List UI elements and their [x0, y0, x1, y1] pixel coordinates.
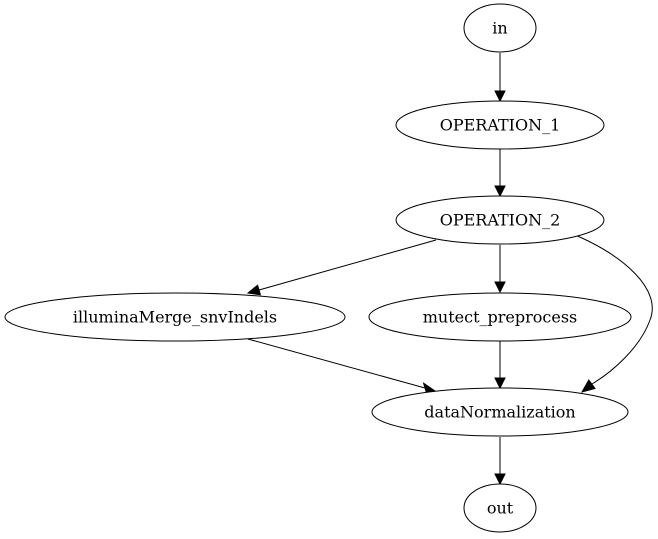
- node-illumina-merge-snv-indels: illuminaMerge_snvIndels: [4, 292, 346, 342]
- edges-layer: [246, 53, 653, 486]
- nodes-layer: in OPERATION_1 OPERATION_2 illuminaMerge…: [4, 3, 632, 533]
- node-label-operation-1: OPERATION_1: [440, 116, 561, 135]
- node-operation-2: OPERATION_2: [395, 195, 605, 245]
- node-label-mutect-preprocess: mutect_preprocess: [423, 308, 578, 327]
- edge-operation-2-to-mutect-preprocess: [494, 245, 506, 294]
- edge-in-to-operation-1: [494, 53, 506, 103]
- arrowhead: [580, 379, 596, 393]
- node-label-out: out: [487, 499, 514, 518]
- edge-operation-1-to-operation-2: [494, 149, 506, 198]
- node-mutect-preprocess: mutect_preprocess: [368, 292, 632, 342]
- node-label-illumina-merge-snv-indels: illuminaMerge_snvIndels: [73, 308, 277, 327]
- edge-illumina-merge-to-data-normalization: [247, 338, 437, 394]
- node-label-data-normalization: dataNormalization: [424, 403, 575, 422]
- arrowhead: [494, 185, 506, 198]
- arrowhead: [494, 90, 506, 103]
- arrowhead: [494, 473, 506, 486]
- edge-operation-2-to-illumina-merge: [246, 239, 437, 296]
- edge-data-normalization-to-out: [494, 437, 506, 486]
- edge-mutect-preprocess-to-data-normalization: [494, 341, 506, 390]
- edge-operation-2-to-data-normalization: [567, 231, 653, 393]
- arrowhead: [494, 377, 506, 390]
- node-in: in: [463, 3, 537, 53]
- node-operation-1: OPERATION_1: [395, 100, 605, 150]
- node-data-normalization: dataNormalization: [371, 387, 629, 437]
- arrowhead: [246, 284, 262, 296]
- node-label-operation-2: OPERATION_2: [440, 211, 561, 230]
- node-out: out: [463, 483, 537, 533]
- arrowhead: [494, 281, 506, 294]
- node-label-in: in: [492, 19, 507, 38]
